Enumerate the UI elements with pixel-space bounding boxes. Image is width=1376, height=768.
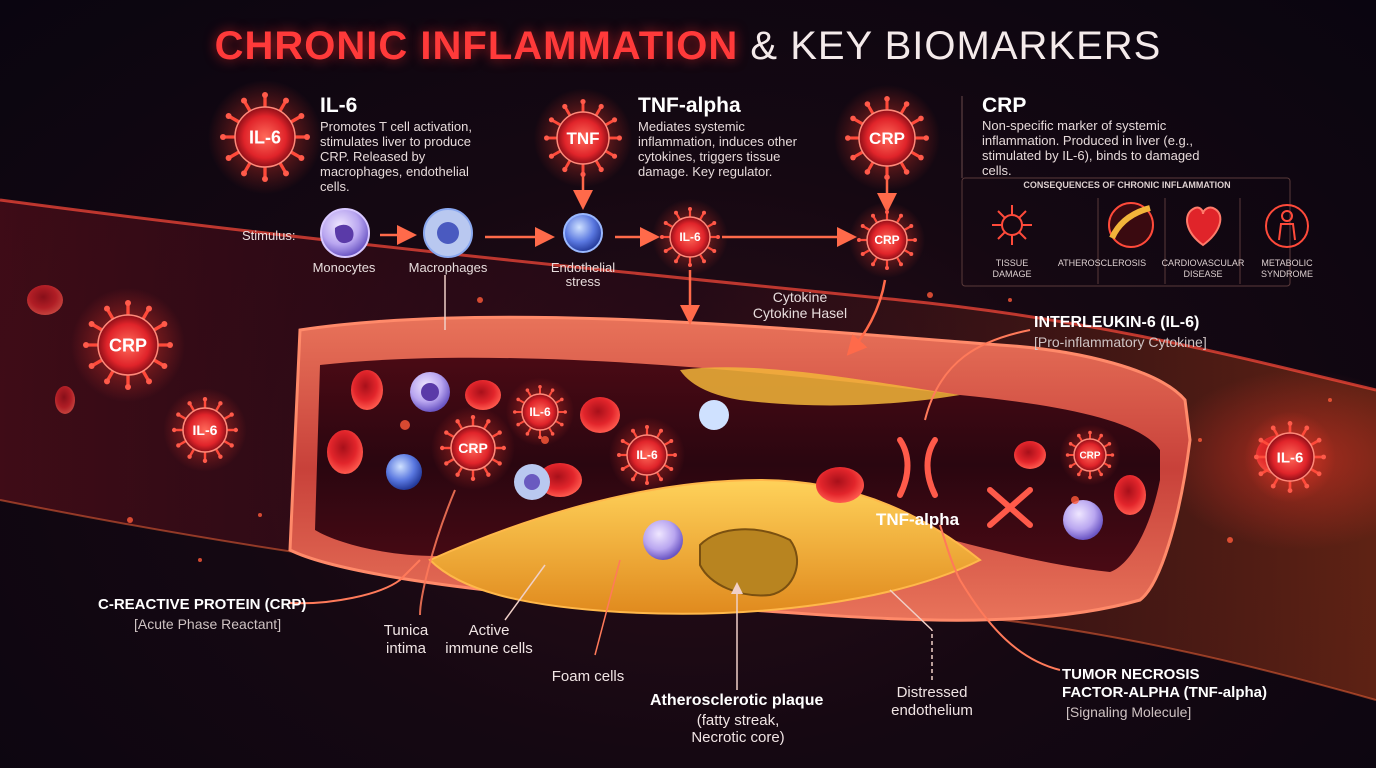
crp-particle: CRP xyxy=(431,406,515,490)
tnf-heading: TNF-alpha xyxy=(638,94,741,117)
immune-cell xyxy=(699,400,729,430)
crp-particle-label: CRP xyxy=(458,440,488,456)
crp-particle: CRP xyxy=(71,288,185,402)
plaque-label-2: (fatty streak, xyxy=(696,712,780,729)
crp-callout-subtitle: [Acute Phase Reactant] xyxy=(134,616,282,632)
heart-icon xyxy=(1186,206,1222,247)
endothelial-label-1: Endothelial xyxy=(550,260,616,275)
immune-cell xyxy=(386,454,422,490)
crp-callout-title: C-REACTIVE PROTEIN (CRP) xyxy=(98,596,307,613)
endothelial-cell xyxy=(563,213,603,253)
il6-flow-cell-label: IL-6 xyxy=(679,230,701,244)
title-main: CHRONIC INFLAMMATION xyxy=(214,24,739,68)
il6-callout-title: INTERLEUKIN-6 (IL-6) xyxy=(1034,314,1200,331)
il6-description: Promotes T cell activation, stimulates l… xyxy=(320,119,472,194)
il6-particle-label: IL-6 xyxy=(193,422,218,438)
tnf-callout-title-2: FACTOR-ALPHA (TNF-alpha) xyxy=(1062,684,1267,701)
active-cells-label-2: immune cells xyxy=(445,640,533,657)
il6-particle-label: IL-6 xyxy=(1277,449,1304,466)
il6-icon: IL-6 xyxy=(208,80,322,194)
consequence-3-line1: CARDIOVASCULAR xyxy=(1161,258,1245,268)
il6-heading: IL-6 xyxy=(320,94,358,117)
il6-particle-label: IL-6 xyxy=(636,448,658,462)
plaque-label-3: Necrotic core) xyxy=(691,729,785,746)
crp-icon: CRP xyxy=(833,84,941,192)
page-title: CHRONIC INFLAMMATION & KEY BIOMARKERS xyxy=(0,24,1376,69)
il6-flow-cell: IL-6 xyxy=(652,199,728,275)
tunica-label-2: intima xyxy=(385,640,426,657)
monocytes-label: Monocytes xyxy=(312,260,376,275)
foam-cell xyxy=(643,520,683,560)
crp-description: Non-specific marker of systemic inflamma… xyxy=(982,118,1200,178)
il6-particle: IL-6 xyxy=(1244,411,1336,503)
consequence-2-line1: ATHEROSCLEROSIS xyxy=(1057,258,1147,268)
tissue-damage-icon xyxy=(992,205,1032,245)
artery-icon xyxy=(1108,202,1154,248)
title-secondary: & KEY BIOMARKERS xyxy=(750,24,1162,68)
consequence-1-line2: DAMAGE xyxy=(992,269,1032,279)
crp-icon-label: CRP xyxy=(869,129,905,148)
necrotic-core xyxy=(699,528,799,597)
tnf-callout-title-1: TUMOR NECROSIS xyxy=(1062,666,1200,683)
il6-callout-subtitle: [Pro-inflammatory Cytokine] xyxy=(1034,334,1207,350)
il6-particle: IL-6 xyxy=(505,377,575,447)
il6-particle: IL-6 xyxy=(163,388,247,472)
cytokine-label-2: Cytokine Hasel xyxy=(752,305,848,321)
tnf-callout-subtitle: [Signaling Molecule] xyxy=(1066,704,1192,720)
macrophages-label: Macrophages xyxy=(408,260,488,275)
foam-cells-label: Foam cells xyxy=(551,668,625,685)
consequence-3-line2: DISEASE xyxy=(1183,269,1223,279)
crp-particle-label: CRP xyxy=(109,335,147,355)
plaque-label: Atherosclerotic plaque xyxy=(650,692,824,709)
tnf-description: Mediates systemic inflammation, induces … xyxy=(638,119,797,179)
stimulus-label: Stimulus: xyxy=(242,228,296,243)
consequence-4-line2: SYNDROME xyxy=(1260,269,1313,279)
tnf-icon: TNF xyxy=(533,88,633,188)
distressed-label-2: endothelium xyxy=(891,702,973,719)
tnf-inside-label: TNF-alpha xyxy=(876,510,960,529)
tunica-label-1: Tunica xyxy=(383,622,429,639)
crp-particle-label: CRP xyxy=(1079,451,1100,462)
immune-cell xyxy=(1063,500,1103,540)
tnf-receptor xyxy=(897,437,1033,528)
active-cells-label-1: Active xyxy=(468,622,510,639)
crp-flow-cell-label: CRP xyxy=(874,233,899,247)
person-icon xyxy=(1265,204,1309,248)
il6-icon-label: IL-6 xyxy=(249,127,281,147)
consequence-4-line1: METABOLIC xyxy=(1261,258,1313,268)
consequences-heading: CONSEQUENCES OF CHRONIC INFLAMMATION xyxy=(1023,180,1231,190)
cytokine-label-1: Cytokine xyxy=(772,289,828,305)
il6-particle: IL-6 xyxy=(609,417,685,493)
consequence-1-line1: TISSUE xyxy=(995,258,1029,268)
crp-flow-cell: CRP xyxy=(849,202,925,278)
crp-particle: CRP xyxy=(1059,424,1121,486)
crp-heading: CRP xyxy=(982,94,1027,117)
il6-particle-label: IL-6 xyxy=(529,405,551,419)
tnf-icon-label: TNF xyxy=(566,129,599,148)
distressed-label-1: Distressed xyxy=(896,684,968,701)
endothelial-label-2: stress xyxy=(565,274,601,289)
